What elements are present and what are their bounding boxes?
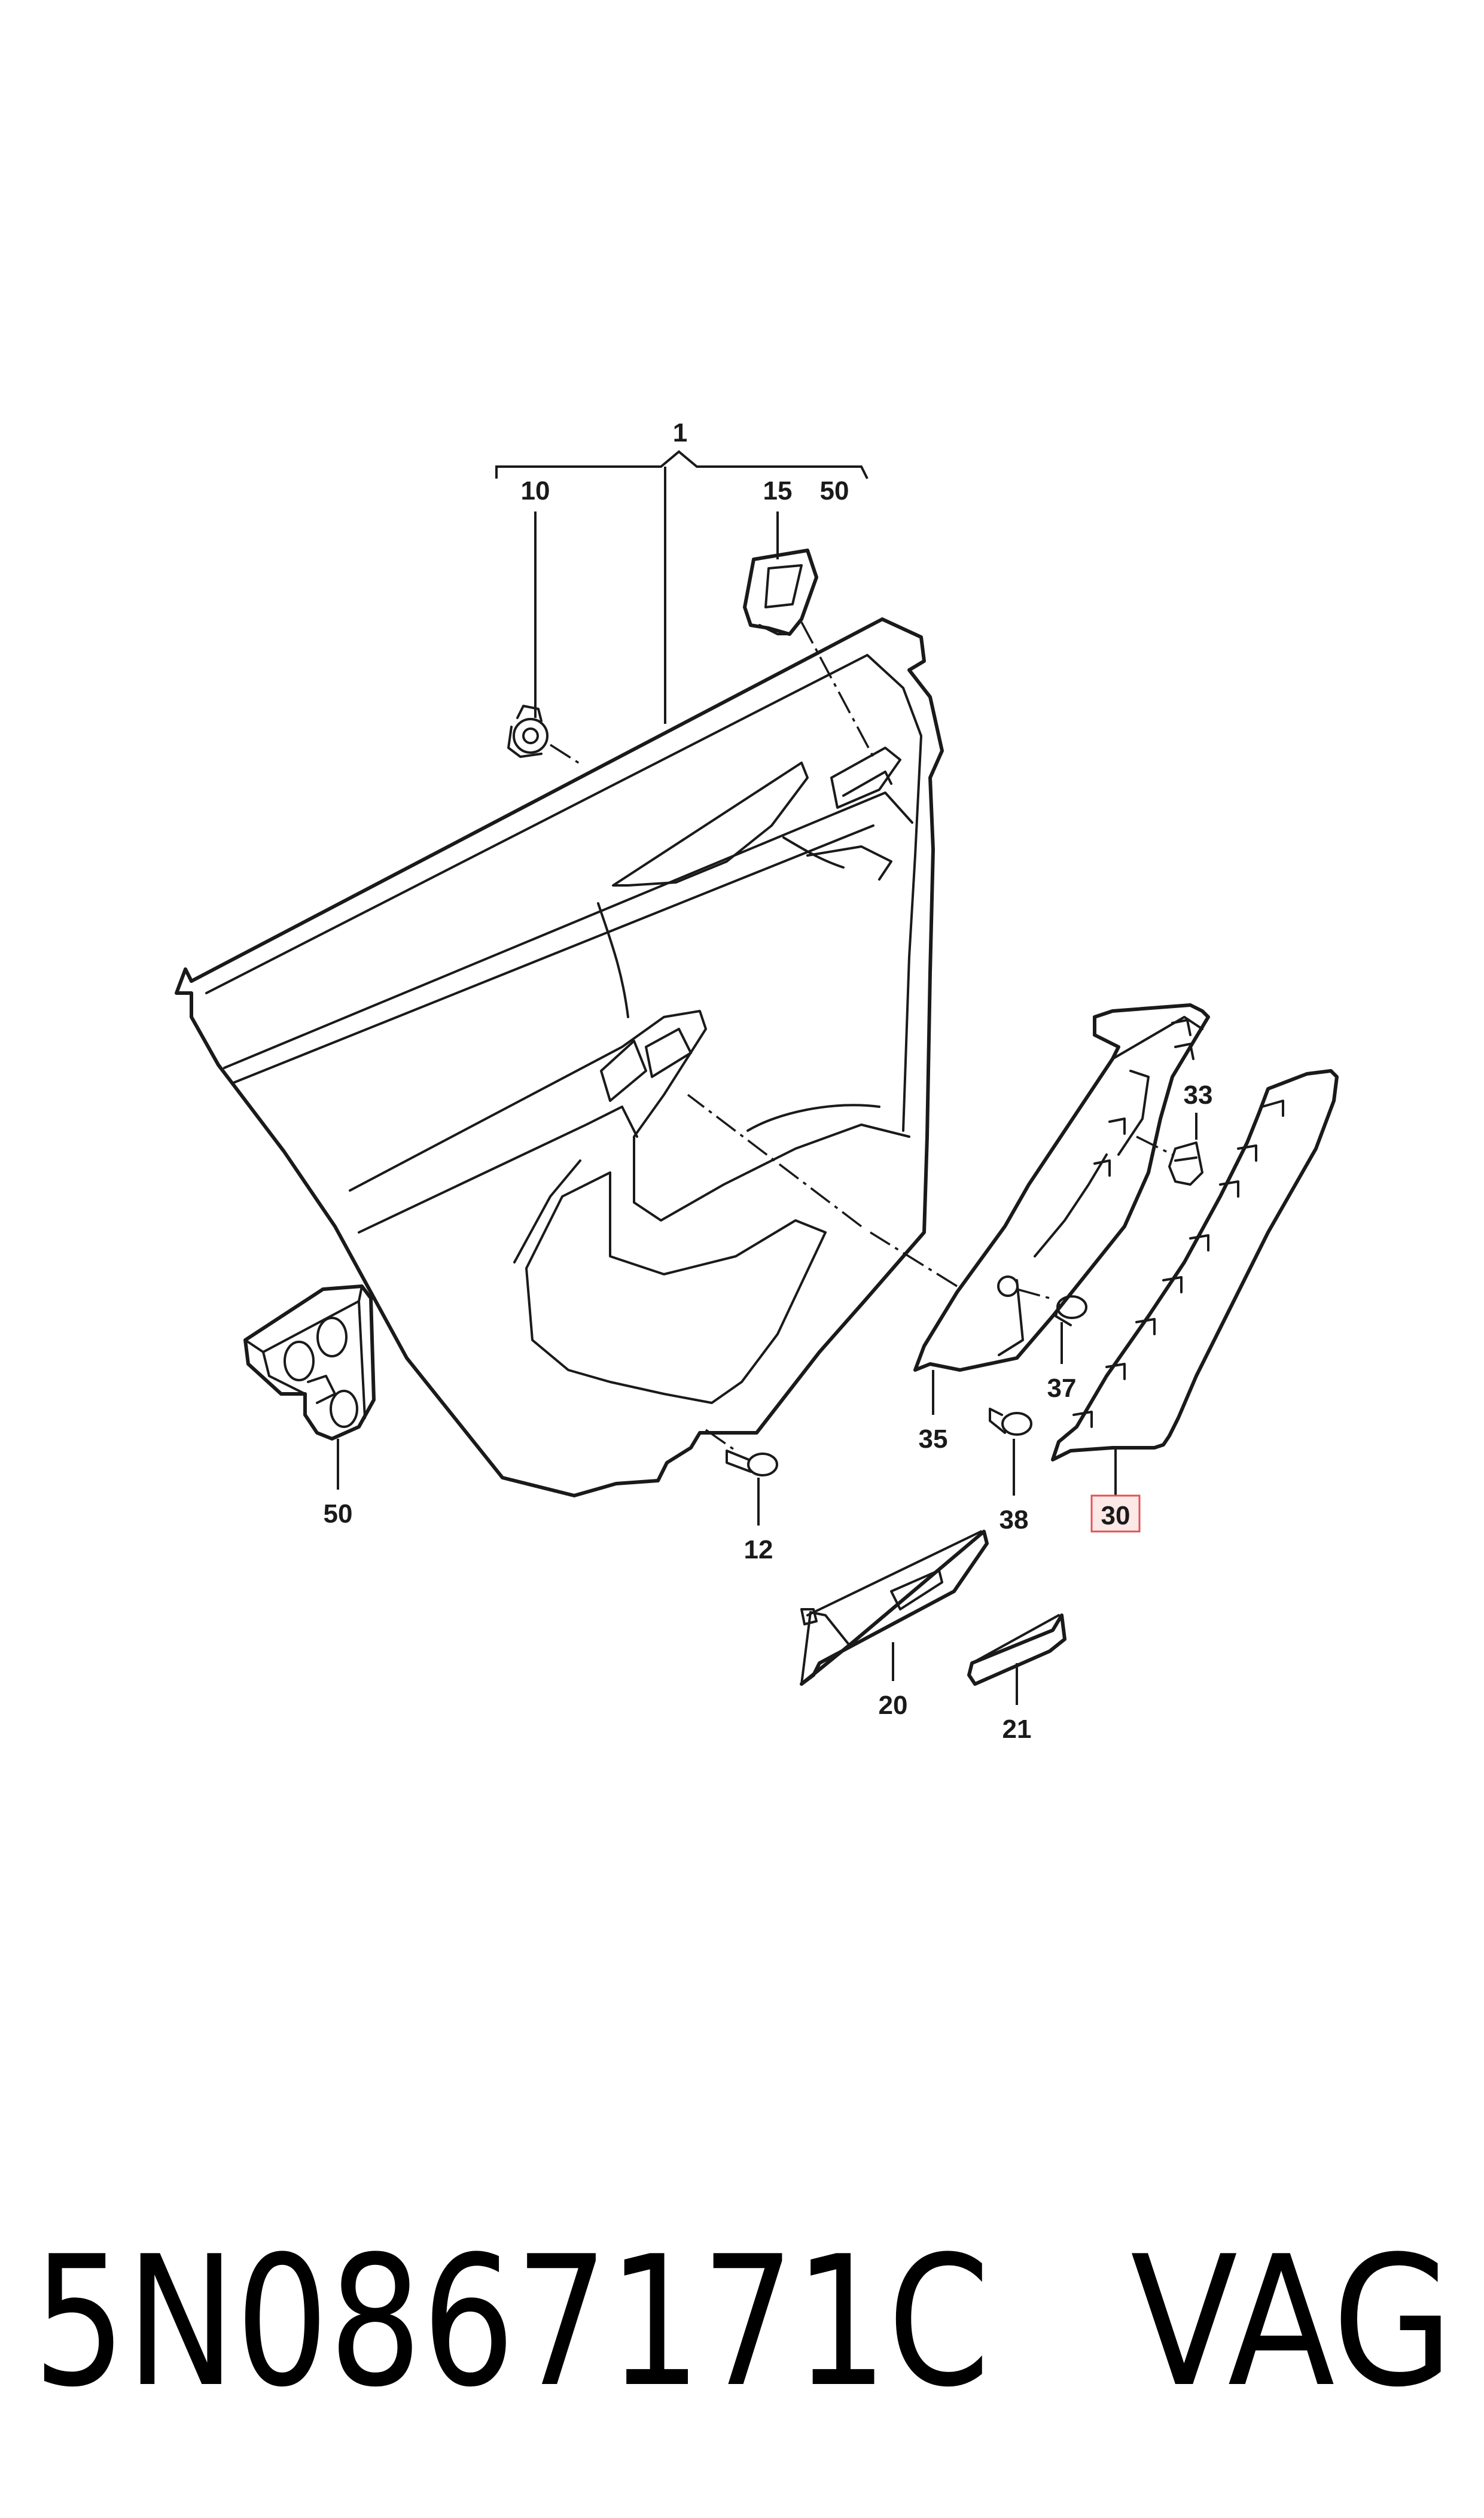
pillar-trim-outer-part [1051, 1069, 1339, 1496]
callout-21: 21 [1002, 1715, 1032, 1744]
pillar-trim-inner-part [687, 1003, 1210, 1415]
screw-38-part [989, 1408, 1032, 1496]
callout-35: 35 [919, 1424, 948, 1454]
callout-33: 33 [1184, 1080, 1213, 1110]
callout-30-highlight [1090, 1494, 1141, 1533]
callout-20: 20 [879, 1691, 908, 1720]
callout-37: 37 [1047, 1374, 1077, 1403]
callout-38: 38 [1000, 1505, 1029, 1534]
clip-33-part [1136, 1113, 1203, 1186]
decal-strip-part [967, 1613, 1066, 1705]
brand-text: VAG [1130, 2218, 1453, 2426]
callout-1: 1 [673, 418, 687, 447]
screw-37-part [1016, 1288, 1087, 1364]
callout-50-lower: 50 [324, 1499, 353, 1529]
switch-bezel-part [743, 511, 874, 757]
item-1-bracket [495, 450, 869, 724]
trim-strip-part [800, 1530, 989, 1686]
screw-12-part [705, 1429, 778, 1526]
door-trim-panel [175, 617, 944, 1497]
clip-part [507, 511, 584, 767]
part-number-text: 5N0867171C [33, 2218, 990, 2426]
callout-50-upper: 50 [820, 476, 849, 506]
callout-10: 10 [521, 476, 550, 506]
callout-30: 30 [1101, 1501, 1130, 1530]
callout-12: 12 [744, 1535, 773, 1564]
callout-15: 15 [763, 476, 793, 506]
bracket-block-part [243, 1284, 376, 1490]
